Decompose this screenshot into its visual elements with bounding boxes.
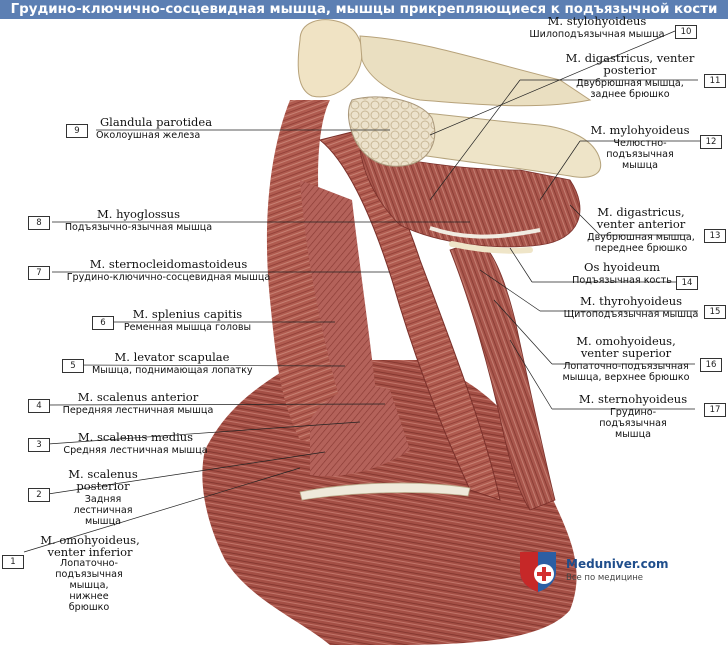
label-2-russian: Задняя лестничная мышца <box>73 494 133 527</box>
submandibular-region <box>359 149 581 248</box>
label-14-russian: Подъязычная кость <box>572 275 672 286</box>
label-2-latin: M. scalenus posterior <box>68 467 138 493</box>
label-17-latin: M. sternohyoideus <box>578 392 688 406</box>
label-3-russian: Средняя лестничная мышца <box>63 445 208 456</box>
label-4-latin: M. scalenus anterior <box>77 390 199 404</box>
ear-shape <box>297 19 363 98</box>
label-7-latin: M. sternocleidomastoideus <box>89 257 248 271</box>
label-8-russian: Подъязычно-язычная мышца <box>64 222 213 233</box>
label-12-russian: Челюстно-подъязычная мышца <box>606 138 674 171</box>
label-4-russian: Передняя лестничная мышца <box>62 405 214 416</box>
splenius-region <box>300 180 380 430</box>
label-4: M. scalenus anterior Передняя лестничная… <box>58 391 218 416</box>
label-number-16: 16 <box>700 358 722 372</box>
brand-tagline: Все по медицине <box>566 573 644 583</box>
label-9: Glandula parotidea Околоушная железа <box>96 116 236 141</box>
brand-name: Meduniver.com <box>566 557 669 571</box>
label-17-russian: Грудино-подъязычная мышца <box>599 407 667 440</box>
label-number-13: 13 <box>704 229 726 243</box>
label-16: M. omohyoideus, venter superior Лопаточн… <box>556 335 696 383</box>
label-15-russian: Щитоподъязычная мышца <box>563 309 699 320</box>
label-6-latin: M. splenius capitis <box>132 307 243 321</box>
label-9-latin: Glandula parotidea <box>100 115 213 129</box>
label-number-14: 14 <box>676 276 698 290</box>
label-5-russian: Мышца, поднимающая лопатку <box>92 365 253 376</box>
label-10: M. stylohyoideus Шилоподъязычная мышца <box>522 15 672 40</box>
leader-lines <box>23 30 700 553</box>
label-7-russian: Грудино-ключично-сосцевидная мышца <box>66 272 271 283</box>
label-number-3: 3 <box>28 438 50 452</box>
label-number-7: 7 <box>28 266 50 280</box>
scalene-region <box>310 386 410 477</box>
label-1-russian: Лопаточно-подъязычная мышца, нижнее брюш… <box>55 558 123 613</box>
label-7: M. sternocleidomastoideus Грудино-ключич… <box>56 258 281 283</box>
label-number-11: 11 <box>704 74 726 88</box>
parotid-gland-shape <box>347 96 436 167</box>
label-number-17: 17 <box>704 403 726 417</box>
label-8: M. hyoglossus Подъязычно-язычная мышца <box>56 208 221 233</box>
label-9-russian: Околоушная железа <box>96 130 201 141</box>
label-10-russian: Шилоподъязычная мышца <box>529 29 665 40</box>
label-number-2: 2 <box>28 488 50 502</box>
label-number-8: 8 <box>28 216 50 230</box>
label-11-latin: M. digastricus, venter posterior <box>565 51 695 77</box>
label-1: M. omohyoideus, venter inferior Лопаточн… <box>30 534 150 613</box>
label-5-latin: M. levator scapulae <box>114 350 230 364</box>
label-13-russian: Двубрюшная мышца, переднее брюшко <box>587 232 695 254</box>
label-number-10: 10 <box>675 25 697 39</box>
brand-logo: Meduniver.com Все по медицине <box>516 548 669 594</box>
clavicle-shape <box>299 482 471 501</box>
label-16-latin: M. omohyoideus, venter superior <box>576 334 676 360</box>
label-3: M. scalenus medius Средняя лестничная мы… <box>58 431 213 456</box>
shield-cross-icon <box>520 552 556 592</box>
label-14-latin: Os hyoideum <box>584 260 660 274</box>
skull-base-shape <box>359 35 592 107</box>
label-1-latin: M. omohyoideus, venter inferior <box>40 533 140 559</box>
label-number-6: 6 <box>92 316 114 330</box>
label-number-5: 5 <box>62 359 84 373</box>
label-6: M. splenius capitis Ременная мышца голов… <box>120 308 255 333</box>
label-2: M. scalenus posterior Задняя лестничная … <box>58 468 148 527</box>
hyoid-bone-shape <box>449 241 533 254</box>
label-number-12: 12 <box>700 135 722 149</box>
label-13: M. digastricus, venter anterior Двубрюшн… <box>580 206 702 254</box>
label-5: M. levator scapulae Мышца, поднимающая л… <box>92 350 253 376</box>
label-10-latin: M. stylohyoideus <box>547 14 647 28</box>
label-15-latin: M. thyrohyoideus <box>579 294 682 308</box>
label-3-latin: M. scalenus medius <box>77 430 194 444</box>
strap-muscles-shape <box>449 239 556 511</box>
digastric-tendon <box>429 226 541 239</box>
label-14: Os hyoideum Подъязычная кость <box>570 261 674 286</box>
label-17: M. sternohyoideus Грудино-подъязычная мы… <box>566 393 700 440</box>
label-13-latin: M. digastricus, venter anterior <box>596 205 686 231</box>
page-title: Грудино-ключично-сосцевидная мышца, мышц… <box>0 0 728 19</box>
label-6-russian: Ременная мышца головы <box>123 322 252 333</box>
label-8-latin: M. hyoglossus <box>97 207 180 221</box>
label-number-15: 15 <box>704 305 726 319</box>
label-number-1: 1 <box>2 555 24 569</box>
label-11: M. digastricus, venter posterior Двубрюш… <box>560 52 700 100</box>
label-11-russian: Двубрюшная мышца, заднее брюшко <box>576 78 684 100</box>
label-number-9: 9 <box>66 124 88 138</box>
label-12-latin: M. mylohyoideus <box>590 123 690 137</box>
label-15: M. thyrohyoideus Щитоподъязычная мышца <box>560 295 702 320</box>
label-12: M. mylohyoideus Челюстно-подъязычная мыш… <box>580 124 700 171</box>
label-number-4: 4 <box>28 399 50 413</box>
label-16-russian: Лопаточно-подъязычная мышца, верхнее брю… <box>562 361 690 383</box>
